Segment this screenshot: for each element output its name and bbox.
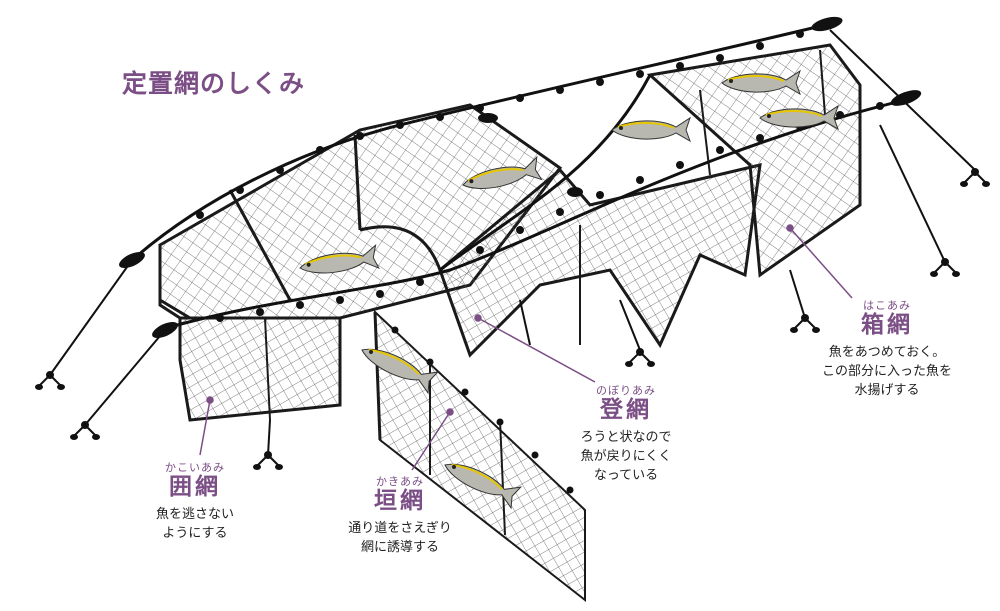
noboriami-ruby: のぼりあみ	[566, 385, 686, 397]
hakoami-desc-line2: この部分に入った魚を	[812, 362, 962, 381]
kakoiami-desc: 魚を逃さない ようにする	[140, 505, 250, 543]
noboriami-name: 登網	[566, 397, 686, 424]
label-kakiami: かきあみ 垣網 通り道をさえぎり 網に誘導する	[335, 476, 465, 557]
hakoami-name: 箱網	[812, 312, 962, 339]
hakoami-desc: 魚をあつめておく。 この部分に入った魚を 水揚げする	[812, 343, 962, 400]
kakiami-desc: 通り道をさえぎり 網に誘導する	[335, 519, 465, 557]
kakoiami-desc-line1: 魚を逃さない	[140, 505, 250, 524]
hakoami-desc-line1: 魚をあつめておく。	[812, 343, 962, 362]
noboriami-desc-line3: なっている	[566, 466, 686, 485]
kakoiami-desc-line2: ようにする	[140, 524, 250, 543]
noboriami-desc: ろうと状なので 魚が戻りにくく なっている	[566, 428, 686, 485]
kakiami-desc-line2: 網に誘導する	[335, 538, 465, 557]
noboriami-desc-line1: ろうと状なので	[566, 428, 686, 447]
kakiami-name: 垣網	[335, 488, 465, 515]
label-kakoiami: かこいあみ 囲網 魚を逃さない ようにする	[140, 462, 250, 543]
hakoami-ruby: はこあみ	[812, 300, 962, 312]
kakoiami-name: 囲網	[140, 474, 250, 501]
hakoami-desc-line3: 水揚げする	[812, 381, 962, 400]
label-noboriami: のぼりあみ 登網 ろうと状なので 魚が戻りにくく なっている	[566, 385, 686, 485]
noboriami-desc-line2: 魚が戻りにくく	[566, 447, 686, 466]
page-title: 定置網のしくみ	[122, 64, 305, 100]
kakoiami-ruby: かこいあみ	[140, 462, 250, 474]
label-hakoami: はこあみ 箱網 魚をあつめておく。 この部分に入った魚を 水揚げする	[812, 300, 962, 400]
kakiami-ruby: かきあみ	[335, 476, 465, 488]
kakiami-desc-line1: 通り道をさえぎり	[335, 519, 465, 538]
